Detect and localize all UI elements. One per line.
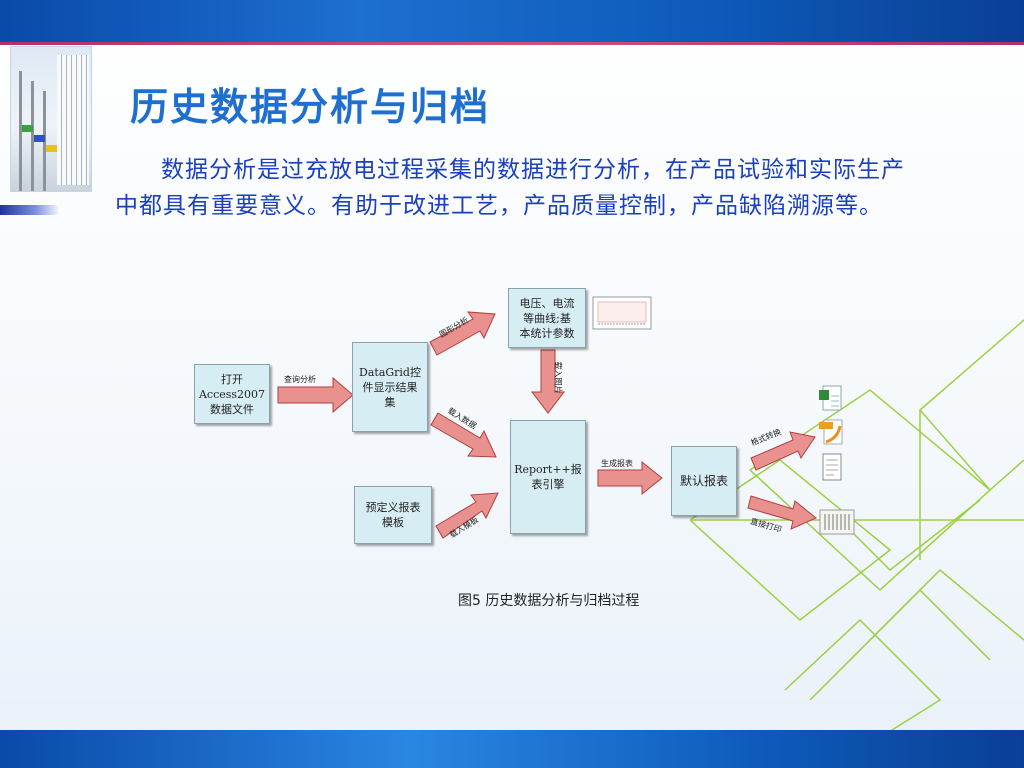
flag: [34, 135, 45, 142]
arrow-chart: [429, 311, 496, 356]
arrow-direct-print: [747, 495, 817, 530]
arrow-load-template: [435, 492, 499, 539]
arrow-load-data: [430, 412, 497, 458]
diagram-arrows: [277, 311, 817, 539]
node-curves-stats: 电压、电流 等曲线;基 本统计参数: [508, 288, 586, 348]
pdf-file-icon: [819, 419, 843, 445]
chart-thumbnail-icon: [592, 296, 652, 330]
node-report-engine: Report++报 表引擎: [510, 420, 586, 534]
arrow-query: [277, 376, 354, 414]
node-open-access: 打开 Access2007 数据文件: [194, 364, 270, 424]
slide-title: 历史数据分析与归档: [130, 85, 491, 129]
flag: [46, 145, 57, 152]
arrow-load-image: [530, 349, 566, 414]
arrow-format-convert: [750, 431, 816, 471]
bottom-banner: [0, 730, 1024, 768]
figure-caption: 图5 历史数据分析与归档过程: [458, 593, 640, 609]
edge-label-query: 查询分析: [284, 375, 316, 384]
excel-file-icon: [819, 385, 842, 411]
node-report-template: 预定义报表 模板: [354, 486, 432, 544]
node-datagrid: DataGrid控 件显示结果 集: [352, 342, 428, 432]
arrow-generate: [597, 460, 663, 496]
printer-output-icon: [819, 509, 855, 535]
edge-label-load-image: 载入图片: [553, 361, 563, 394]
flagpole: [31, 81, 34, 191]
campus-photo: [10, 46, 92, 192]
decorative-diamond-lines: [690, 319, 1024, 730]
flag: [22, 125, 33, 132]
edge-label-generate: 生成报表: [601, 459, 633, 468]
node-default-report: 默认报表: [671, 446, 737, 516]
document-file-icon: [822, 453, 842, 481]
top-banner: [0, 0, 1024, 45]
intro-paragraph: 数据分析是过充放电过程采集的数据进行分析，在产品试验和实际生产中都具有重要意义。…: [115, 157, 905, 219]
side-accent-stripe: [0, 205, 60, 215]
building-facade: [57, 55, 89, 185]
process-diagram: 打开 Access2007 数据文件 DataGrid控 件显示结果 集 预定义…: [190, 280, 870, 570]
flagpole: [19, 71, 22, 191]
